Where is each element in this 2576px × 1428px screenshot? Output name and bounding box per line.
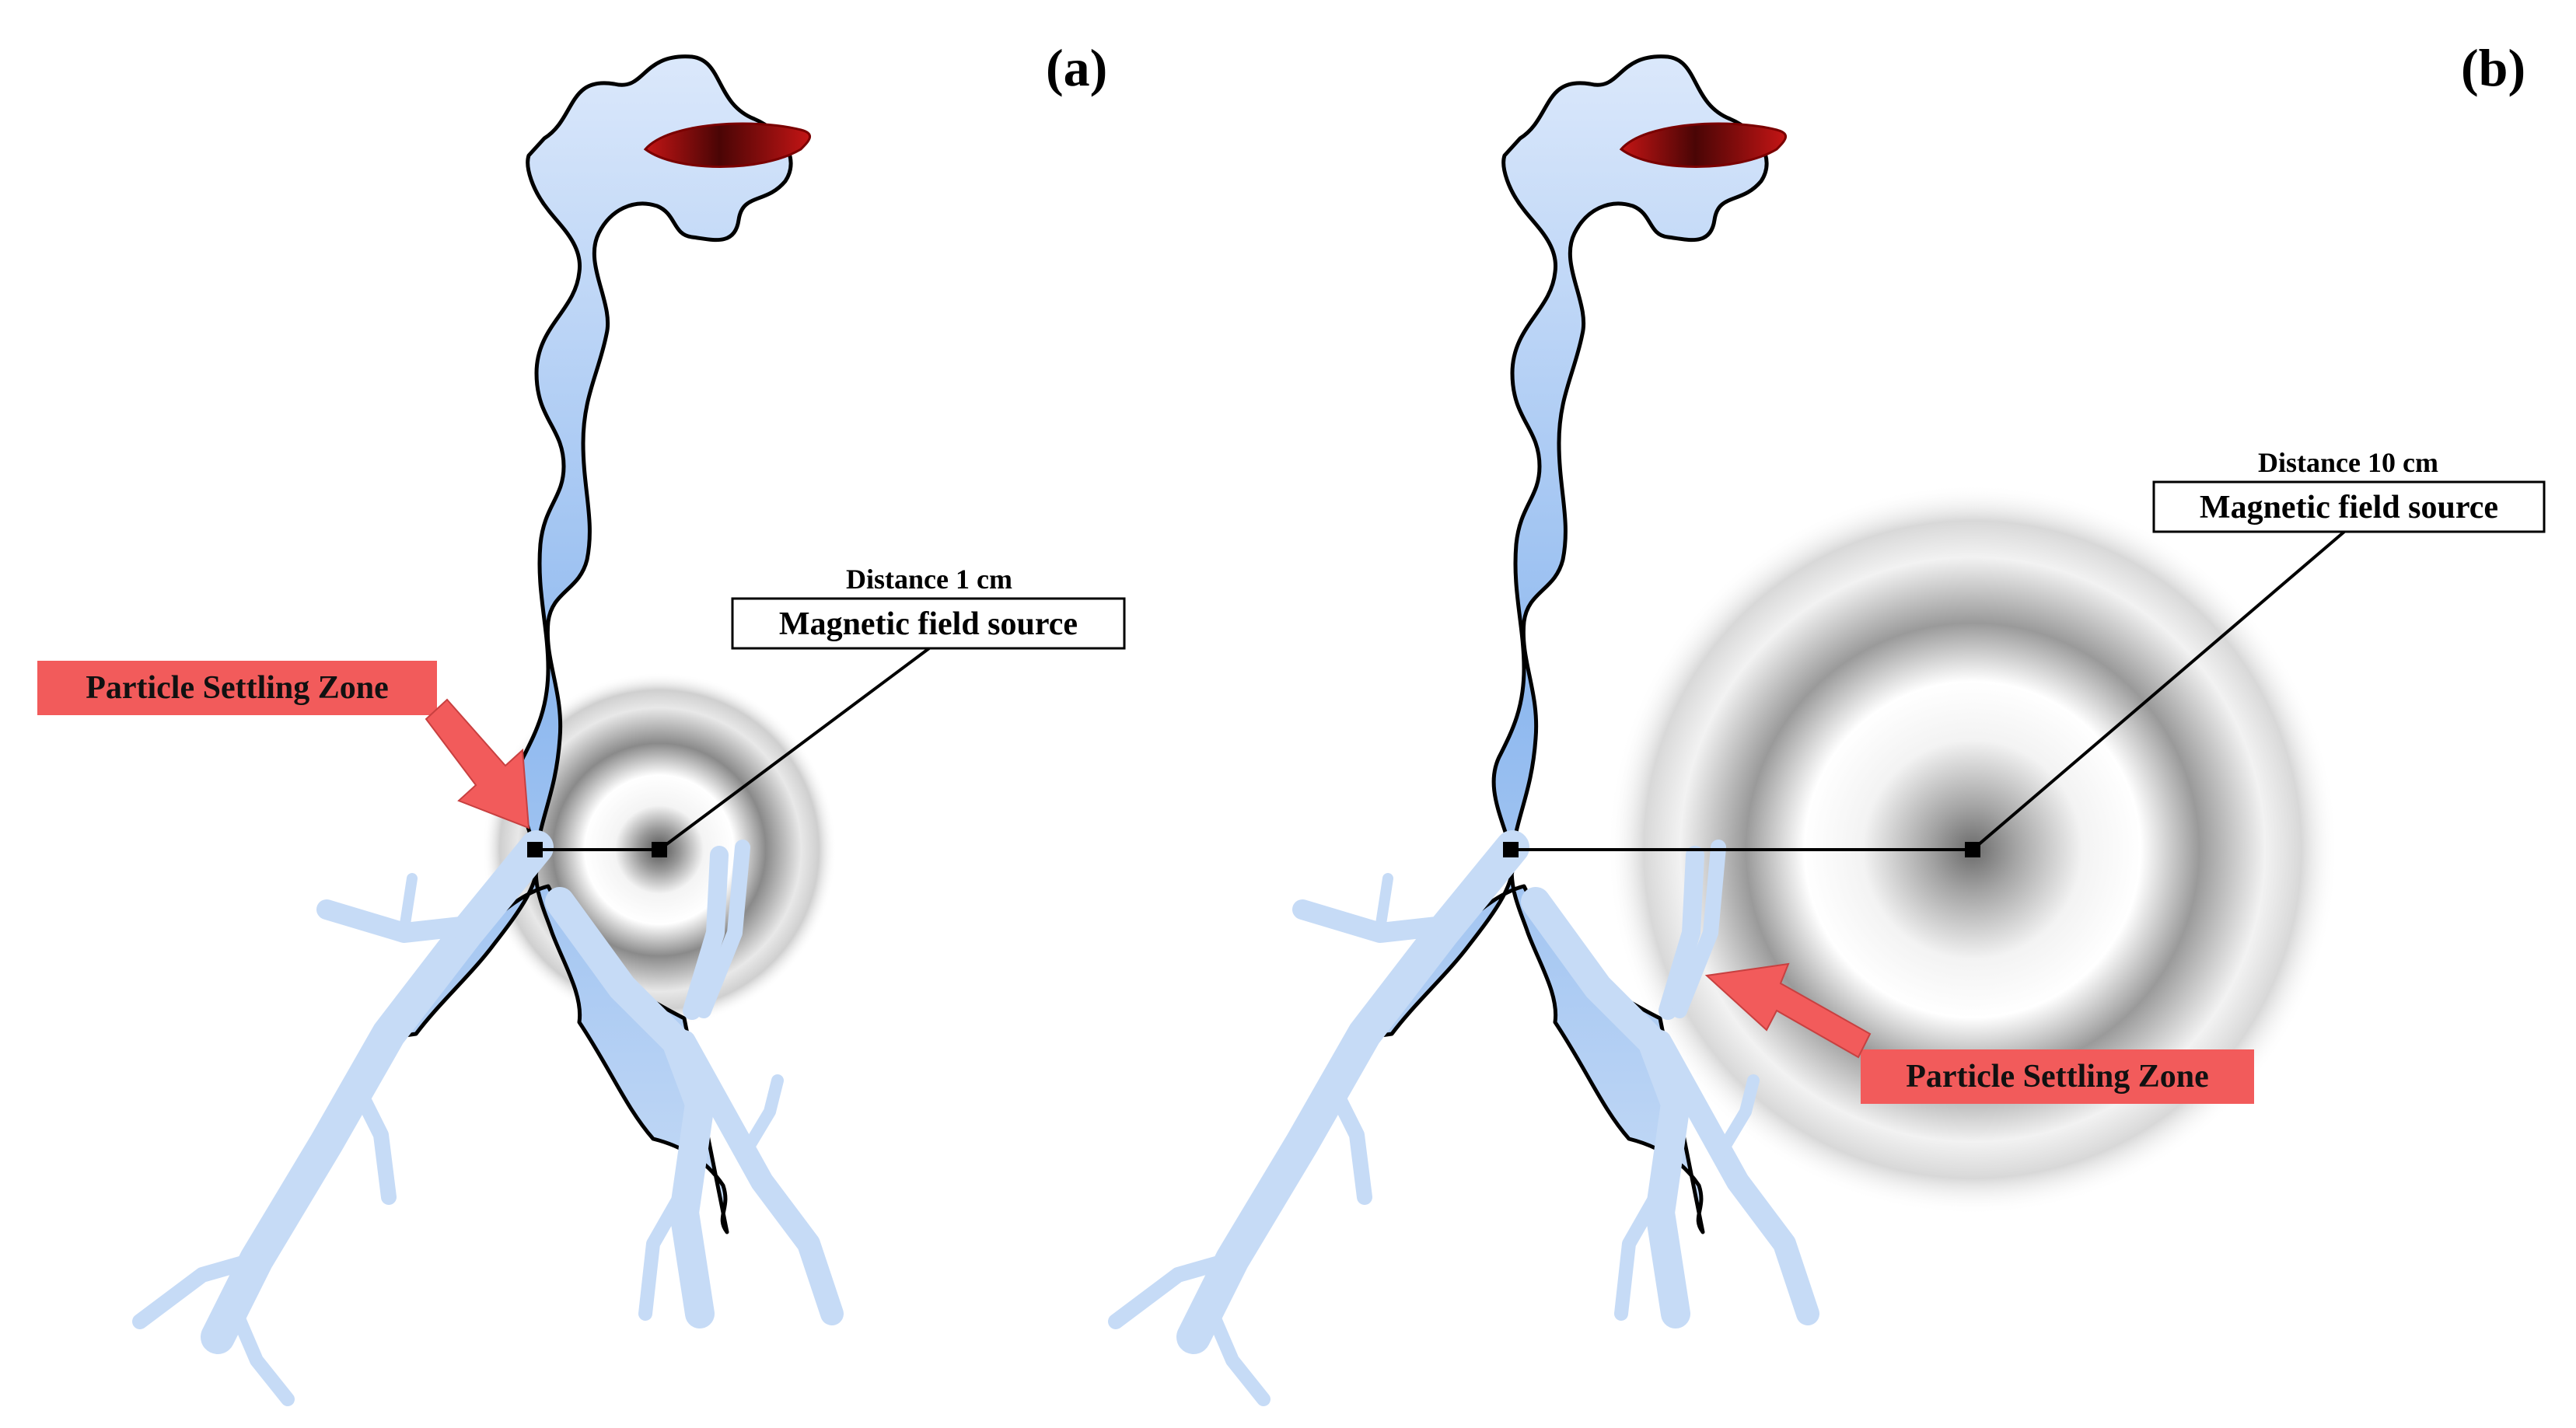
nasal-turbinate-a (643, 122, 811, 168)
source-label-a: Magnetic field source (779, 606, 1078, 642)
distance-label-a: Distance 1 cm (846, 564, 1012, 595)
airway-upper-a (386, 54, 793, 1234)
zone-label-b: Particle Settling Zone (1906, 1059, 2209, 1095)
panel-a: (a) Distance 1 cm Magnetic field source … (37, 38, 1126, 1406)
zone-label-a: Particle Settling Zone (86, 670, 389, 706)
zone-label-box-b (1861, 1049, 2254, 1104)
zone-label-box-a (37, 661, 437, 715)
zone-arrow-a (425, 698, 530, 829)
source-label-box-b (2152, 480, 2546, 533)
airway-upper-b (1362, 54, 1769, 1234)
panel-label-b: (b) (2461, 38, 2525, 97)
source-label-b: Magnetic field source (2200, 490, 2498, 525)
source-leader-line-b (1971, 530, 2346, 851)
source-label-box-a (731, 597, 1126, 650)
zone-arrow-b (1704, 962, 1872, 1059)
settling-point-marker-a (527, 842, 543, 857)
distance-label-b: Distance 10 cm (2258, 447, 2438, 478)
settling-point-marker-b (1503, 842, 1519, 857)
nasal-turbinate-b (1619, 122, 1787, 168)
source-leader-line-a (658, 647, 931, 851)
bronchial-tree-a (132, 830, 844, 1406)
bronchial-tree-b (1108, 830, 1819, 1406)
panel-b: (b) Distance 10 cm Magnetic field source… (1108, 38, 2546, 1406)
panel-label-a: (a) (1046, 38, 1107, 97)
